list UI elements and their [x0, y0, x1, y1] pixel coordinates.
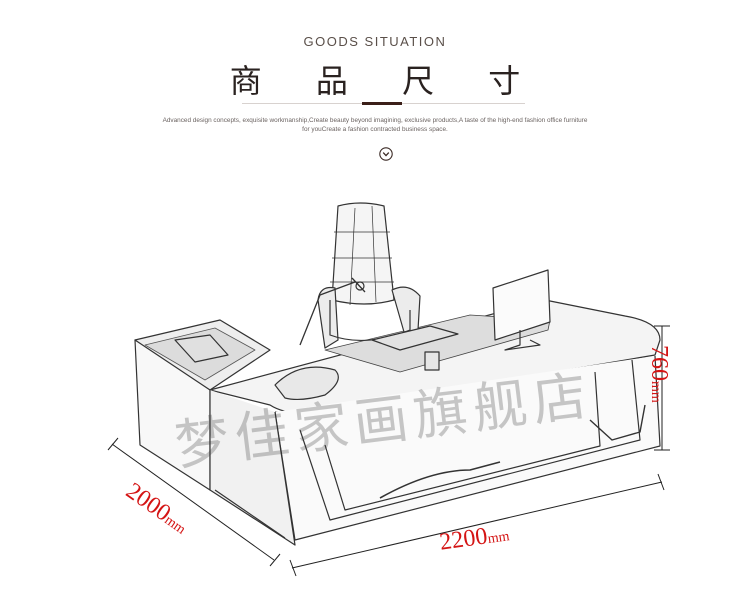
keyboard — [371, 325, 459, 351]
description-line-1: Advanced design concepts, exquisite work… — [162, 117, 588, 124]
office-chair — [317, 202, 421, 349]
desk-sketch — [107, 202, 670, 577]
pen-holder — [424, 351, 440, 371]
desk-sculpture — [274, 366, 339, 401]
telephone — [174, 334, 229, 363]
dimension-height-label: 760mm — [646, 345, 672, 403]
title-divider-accent — [362, 102, 402, 105]
desk-lamp — [299, 277, 366, 346]
product-size-header: GOODS SITUATION 商 品 尺 寸 Advanced design … — [0, 0, 750, 175]
chevron-down-circle-icon[interactable] — [379, 147, 393, 161]
dimension-line-depth — [107, 437, 281, 567]
monitor — [492, 269, 551, 351]
desk-inlay — [324, 314, 551, 373]
description-line-2: for youCreate a fashion contracted busin… — [302, 126, 448, 133]
section-eyebrow: GOODS SITUATION — [303, 34, 447, 49]
dimension-line-height — [654, 325, 670, 451]
desk-base — [589, 404, 646, 441]
section-title: 商 品 尺 寸 — [229, 62, 543, 100]
dimension-line-width — [289, 473, 665, 577]
